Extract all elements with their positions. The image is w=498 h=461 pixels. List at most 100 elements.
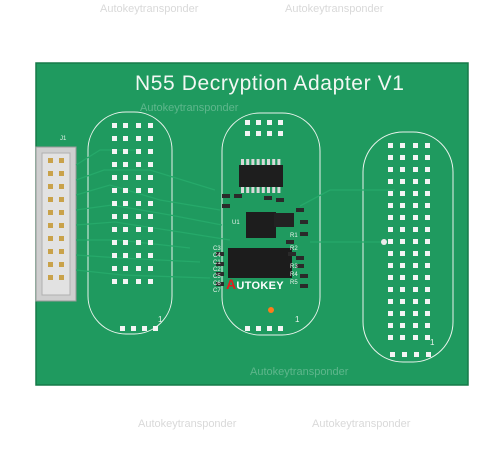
component-label: R3 — [290, 264, 298, 270]
header-pad — [148, 149, 153, 154]
header-pad — [148, 214, 153, 219]
header-pad — [388, 251, 393, 256]
connector-pin — [59, 171, 64, 176]
header-pad — [400, 179, 405, 184]
header-pad — [136, 188, 141, 193]
smd-components — [216, 194, 308, 288]
header-pad — [267, 120, 272, 125]
header-pad — [425, 287, 430, 292]
header-pad — [123, 162, 128, 167]
header-pad — [123, 136, 128, 141]
header-pad — [425, 239, 430, 244]
chip-pin — [256, 159, 260, 165]
smd-part — [286, 240, 294, 244]
header-pad — [413, 263, 418, 268]
watermark: Autokeytransponder — [140, 102, 239, 114]
component-label: R4 — [290, 272, 298, 278]
logo-mark: A — [226, 276, 237, 292]
header-pad — [245, 131, 250, 136]
header-pad — [256, 131, 261, 136]
header-pad — [388, 335, 393, 340]
header-pad — [388, 167, 393, 172]
header-pad — [136, 162, 141, 167]
header-pad — [400, 275, 405, 280]
chip-pin — [246, 187, 250, 193]
connector-label: J1 — [60, 136, 67, 142]
header-pad — [256, 120, 261, 125]
header-pad — [267, 131, 272, 136]
header-pad — [413, 323, 418, 328]
connector-pin — [59, 210, 64, 215]
header-pad — [148, 227, 153, 232]
header-pad — [267, 326, 272, 331]
header-pad — [413, 215, 418, 220]
connector-pin — [48, 275, 53, 280]
board-title: N55 Decryption Adapter V1 — [135, 72, 405, 95]
header-pad — [390, 352, 395, 357]
connector-pin — [59, 249, 64, 254]
header-pad — [388, 239, 393, 244]
smd-part — [296, 256, 304, 260]
component-label: R1 — [290, 233, 298, 239]
header-pad — [112, 240, 117, 245]
chip-top — [239, 165, 283, 187]
header-pad — [278, 326, 283, 331]
header-pad — [400, 335, 405, 340]
header-pad — [148, 136, 153, 141]
header-pad — [388, 215, 393, 220]
header-pad — [112, 175, 117, 180]
smd-part — [264, 196, 272, 200]
header-pad — [278, 120, 283, 125]
smd-part — [222, 194, 230, 198]
header-pad — [112, 266, 117, 271]
header-pad — [142, 326, 147, 331]
watermark: Autokeytransponder — [285, 3, 384, 15]
smd-part — [296, 208, 304, 212]
smd-part — [216, 262, 224, 266]
connector-pin — [48, 210, 53, 215]
header-pad — [413, 311, 418, 316]
header-pad — [413, 335, 418, 340]
component-label: C7 — [213, 288, 221, 294]
header-pad — [245, 326, 250, 331]
header-pad — [425, 227, 430, 232]
connector-pin — [59, 197, 64, 202]
header-pad — [123, 214, 128, 219]
connector-pin — [59, 236, 64, 241]
header-pad — [400, 239, 405, 244]
header-pad — [400, 143, 405, 148]
header-pad — [148, 266, 153, 271]
header-pad — [136, 175, 141, 180]
header-outline-left — [87, 111, 173, 335]
header-pad — [112, 253, 117, 258]
connector-pin — [59, 223, 64, 228]
header-pad — [388, 143, 393, 148]
connector-pin — [48, 184, 53, 189]
header-pad — [136, 201, 141, 206]
header-pad — [136, 240, 141, 245]
header-pad — [148, 240, 153, 245]
smd-part — [296, 264, 304, 268]
header-pad — [388, 203, 393, 208]
pin-one-label-right: 1 — [430, 338, 435, 347]
header-pad — [153, 326, 158, 331]
led-indicator — [268, 307, 274, 313]
header-pad — [148, 123, 153, 128]
header-pad — [112, 201, 117, 206]
component-label: R2 — [290, 246, 298, 252]
header-pad — [136, 266, 141, 271]
chip-pin — [256, 187, 260, 193]
header-pad — [388, 263, 393, 268]
smd-part — [216, 252, 224, 256]
header-pad — [413, 203, 418, 208]
smd-part — [222, 204, 230, 208]
header-pads — [112, 120, 431, 357]
smd-part — [300, 284, 308, 288]
header-pad — [136, 253, 141, 258]
header-pad — [413, 167, 418, 172]
chip-pin — [272, 187, 276, 193]
header-pad — [425, 251, 430, 256]
chip-pin — [261, 187, 265, 193]
smd-part — [216, 282, 224, 286]
